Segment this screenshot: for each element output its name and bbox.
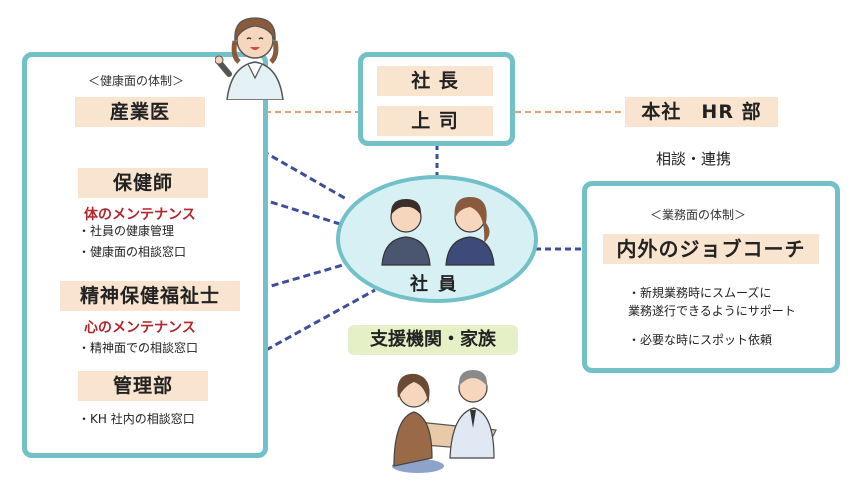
work-item-1: 新規業務時にスムーズに 業務遂行できるようにサポート <box>628 284 796 320</box>
nurse-item-2: 健康面の相談窓口 <box>78 243 186 261</box>
health-heading: ＜健康面の体制＞ <box>88 74 185 88</box>
admin-to-employee-line <box>207 288 376 384</box>
admin-label: 管理部 <box>78 371 208 401</box>
support-label: 支援機関・家族 <box>348 325 518 355</box>
work-panel <box>582 181 840 373</box>
work-heading: ＜業務面の体制＞ <box>650 208 747 222</box>
work-item-2: 必要な時にスポット依頼 <box>628 331 772 349</box>
boss-label: 上 司 <box>377 106 493 136</box>
admin-item-1: KH 社内の相談窓口 <box>78 410 195 428</box>
hq-caption: 相談・連携 <box>656 150 732 168</box>
female-employee-icon <box>445 236 495 266</box>
support-illustration <box>392 370 497 473</box>
psw-item-1: 精神面での相談窓口 <box>78 339 198 357</box>
employee-ellipse <box>336 175 538 303</box>
hq-hr-label: 本社 HR 部 <box>625 97 778 127</box>
job-coach-label: 内外のジョブコーチ <box>603 234 819 264</box>
nurse-label: 保健師 <box>78 168 208 198</box>
president-label: 社 長 <box>377 66 493 96</box>
male-employee-icon <box>381 236 431 266</box>
employee-label: 社 員 <box>410 274 459 295</box>
mind-maintenance-text: 心のメンテナンス <box>84 320 196 336</box>
psw-label: 精神保健福祉士 <box>60 281 240 311</box>
doctor-illustration <box>215 17 284 100</box>
industrial-doctor-label: 産業医 <box>75 97 205 127</box>
body-maintenance-text: 体のメンテナンス <box>84 207 196 223</box>
nurse-item-1: 社員の健康管理 <box>78 222 174 240</box>
